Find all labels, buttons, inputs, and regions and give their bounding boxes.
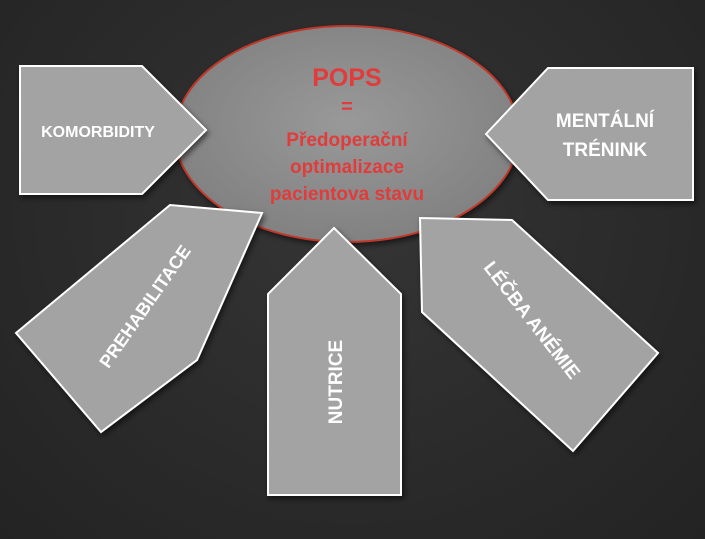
shape-prehabilitace xyxy=(14,203,264,434)
label-nutrice: NUTRICE xyxy=(326,340,347,424)
shape-lecba-anemie xyxy=(418,216,660,453)
label-komorbidity: KOMORBIDITY xyxy=(41,124,155,141)
center-equals: = xyxy=(341,96,353,118)
center-title: POPS xyxy=(312,64,381,92)
center-line-2: optimalizace xyxy=(290,157,404,178)
shape-komorbidity xyxy=(19,65,208,195)
label-mentalni-line-2: TRÉNINK xyxy=(563,139,648,161)
label-mentalni-line-1: MENTÁLNÍ xyxy=(556,110,655,132)
center-line-3: pacientova stavu xyxy=(270,184,424,205)
center-line-1: Předoperační xyxy=(286,130,408,151)
shape-nutrice xyxy=(267,226,402,496)
shape-mentalni-trenink xyxy=(484,67,694,201)
